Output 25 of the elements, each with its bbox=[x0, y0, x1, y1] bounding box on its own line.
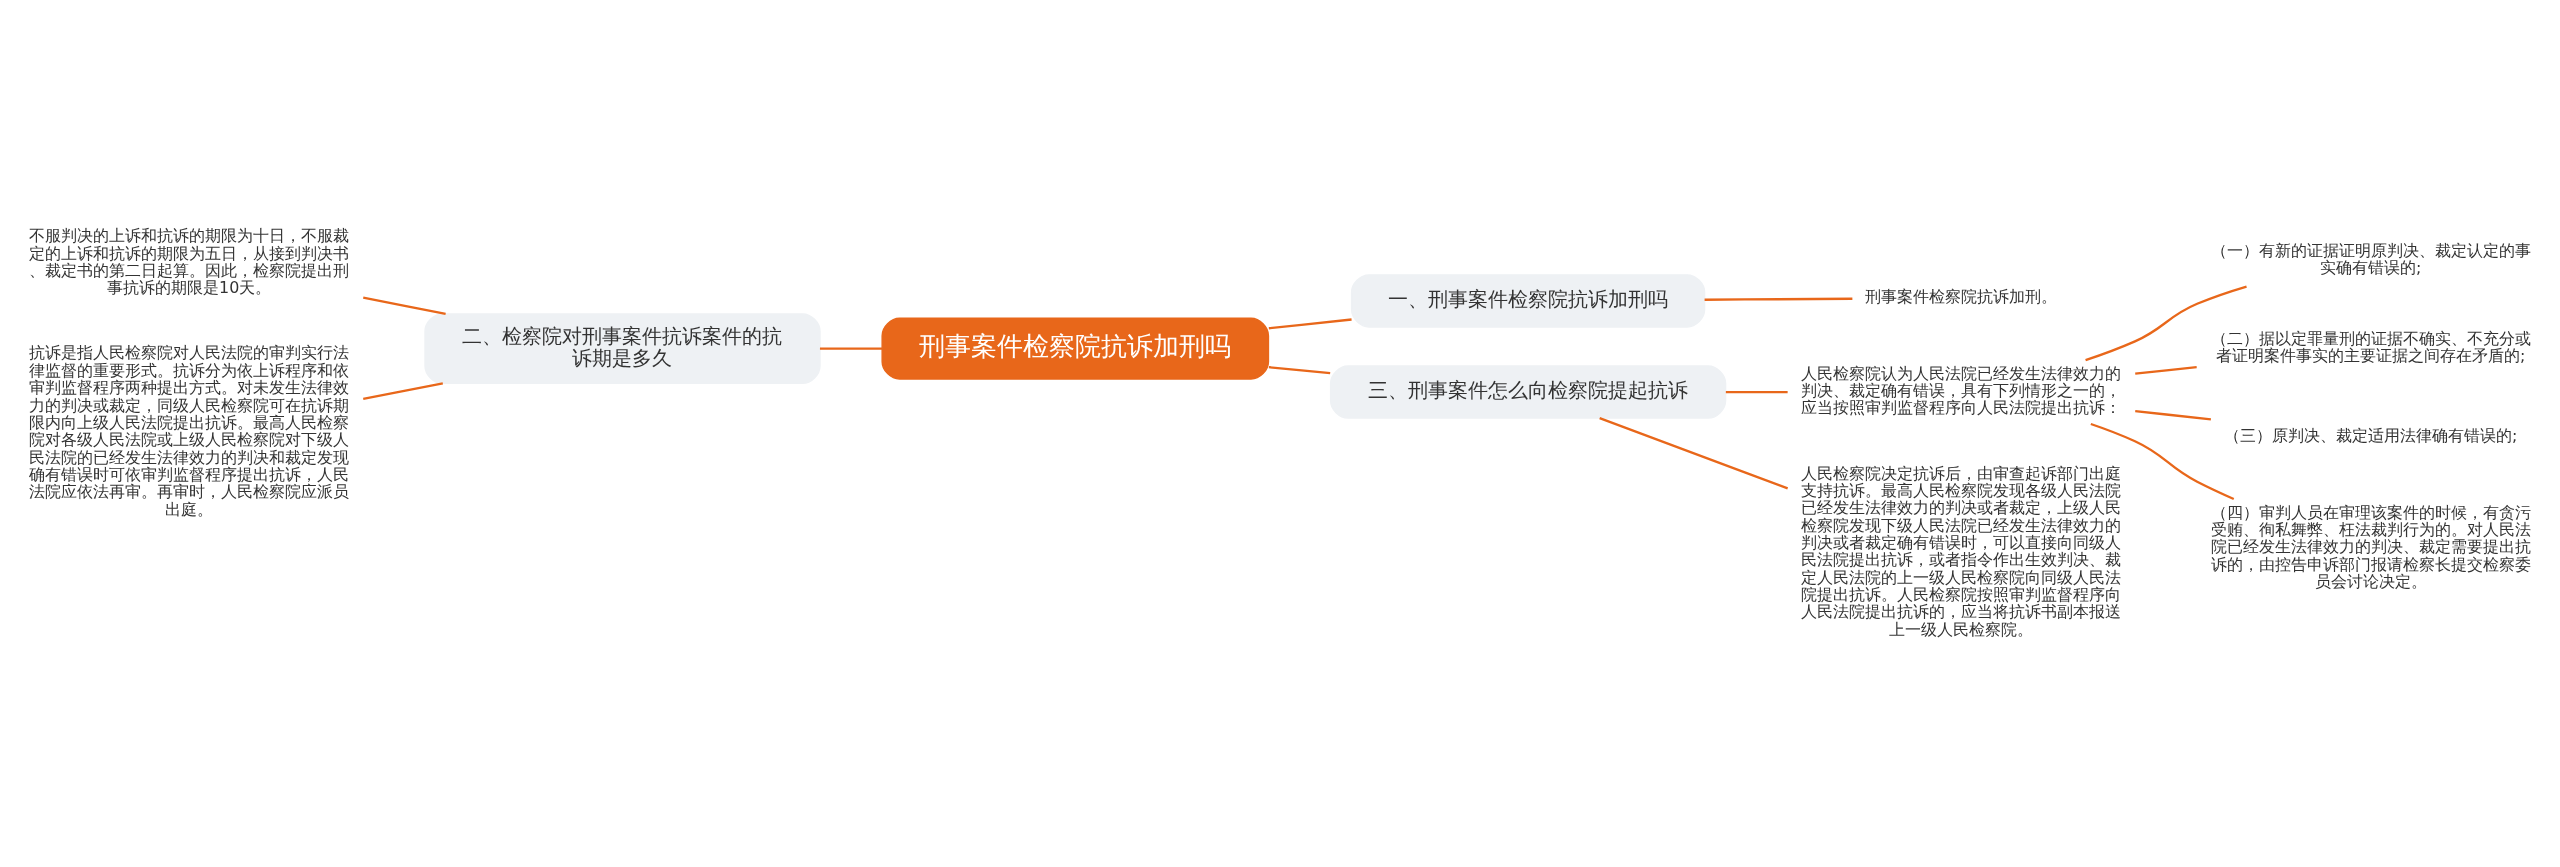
connector bbox=[2085, 284, 2247, 361]
node-text: 人民检察院认为人民法院已经发生法律效力的判决、裁定确有错误，具有下列情形之一的，应当按照审判监督程序向人民法院提出抗诉： bbox=[1801, 363, 2122, 417]
connector bbox=[1725, 390, 1788, 393]
node-box: 一、刑事案件检察院抗诉加刑吗 bbox=[1350, 273, 1706, 328]
connector bbox=[1268, 317, 1352, 329]
node-box: 二、检察院对刑事案件抗诉案件的抗诉期是多久 bbox=[424, 312, 821, 384]
node-text: 刑事案件检察院抗诉加刑。 bbox=[1865, 286, 2058, 306]
node-text: （三）原判决、裁定适用法律确有错误的; bbox=[2224, 425, 2518, 445]
node-text: （一）有新的证据证明原判决、裁定认定的事实确有错误的; bbox=[2210, 240, 2531, 277]
connector bbox=[1268, 365, 1331, 374]
node-text: 不服判决的上诉和抗诉的期限为十日，不服裁定的上诉和抗诉的期限为五日，从接到判决书、裁定书的第二日起算。因此，检察院提出刑事抗诉的期限是10天。 bbox=[29, 225, 350, 297]
connector bbox=[2135, 409, 2211, 421]
connector bbox=[1599, 416, 1789, 489]
connector bbox=[363, 381, 443, 400]
node-text: （四）审判人员在审理该案件的时候，有贪污受贿、徇私舞弊、枉法裁判行为的。对人民法院已经发生法律效力的判决、裁定需要提出抗诉的，由控告申诉部门报请检察长提交检察委员会讨论决定。 bbox=[2210, 502, 2531, 591]
node-text: 抗诉是指人民检察院对人民法院的审判实行法律监督的重要形式。抗诉分为依上诉程序和依审判监督程序两种提出方式。对未发生法律效力的判决或裁定，同级人民检察院可在抗诉期限内向上级人民法院提出抗诉。最高人民检察院对各级人民法院或上级人民检察院对下级人民法院的已经发生法律效力的判决和裁定发现确有错误时可依审判监督程序提出抗诉，人民法院应依法再审。再审时，人民检察院应派员出庭。 bbox=[29, 342, 350, 519]
connector bbox=[2135, 365, 2197, 375]
connector bbox=[819, 347, 883, 350]
connector bbox=[363, 295, 446, 315]
node-text: 人民检察院决定抗诉后，由审查起诉部门出庭支持抗诉。最高人民检察院发现各级人民法院已经发生法律效力的判决或者裁定，上级人民检察院发现下级人民法院已经发生法律效力的判决或者裁定确有错误时，可以直接向同级人民法院提出抗诉，或者指令作出生效判决、裁定人民法院的上一级人民检察院向同级人民法院提出抗诉。人民检察院按照审判监督程序向人民法院提出抗诉的，应当将抗诉书副本报送上一级人民检察院。 bbox=[1801, 463, 2122, 639]
connector bbox=[2090, 422, 2235, 500]
connector bbox=[1704, 297, 1853, 301]
node-text: （二）据以定罪量刑的证据不确实、不充分或者证明案件事实的主要证据之间存在矛盾的; bbox=[2210, 328, 2531, 365]
node-box: 三、刑事案件怎么向检察院提起抗诉 bbox=[1329, 364, 1727, 419]
node-box: 刑事案件检察院抗诉加刑吗 bbox=[881, 317, 1270, 380]
